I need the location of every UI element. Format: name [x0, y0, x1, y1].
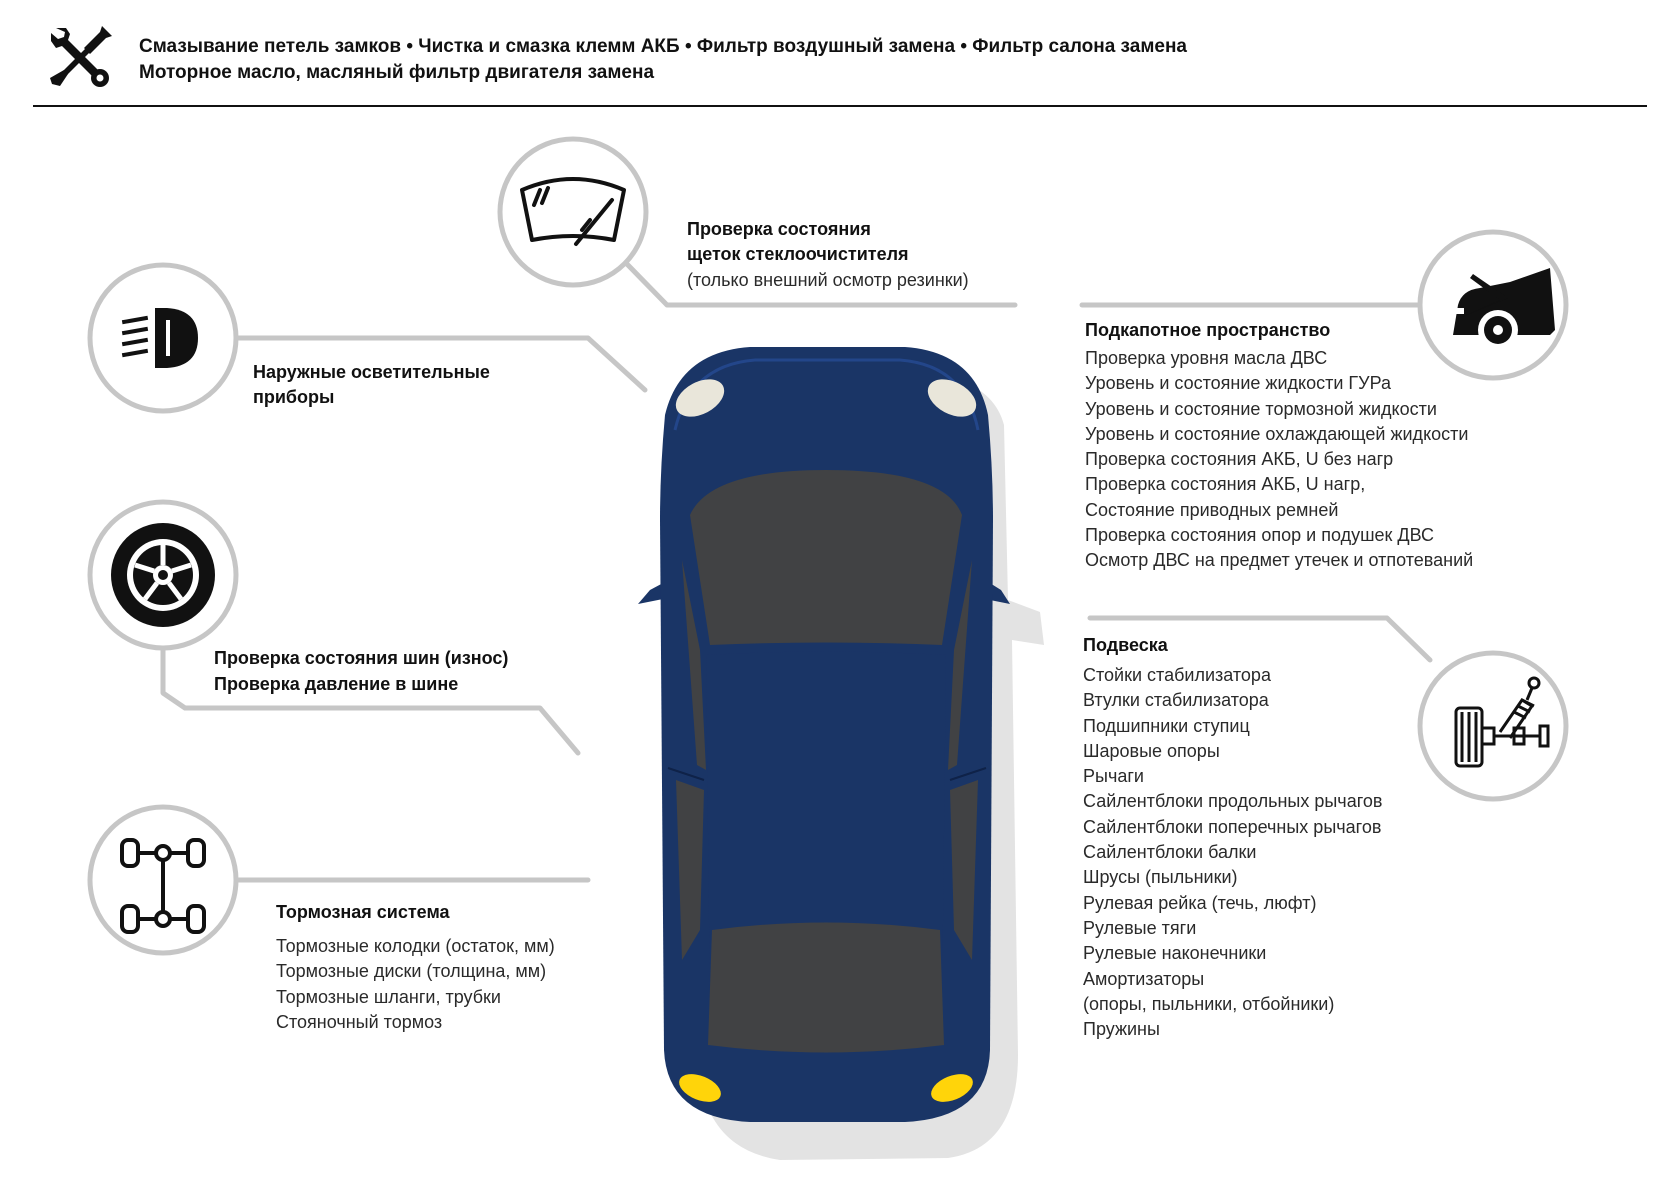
underhood-item: Уровень и состояние охлаждающей жидкости — [1085, 423, 1469, 444]
suspension-list: Стойки стабилизатора Втулки стабилизатор… — [1083, 663, 1382, 1042]
suspension-item: Сайлентблоки продольных рычагов — [1083, 791, 1383, 812]
headlight-right — [927, 379, 977, 417]
connector-wipers — [622, 259, 1018, 308]
wrench-screwdriver-icon — [50, 26, 112, 87]
tail-light-left — [679, 1074, 721, 1102]
brakes-item: Стояночный тормоз — [276, 1011, 443, 1032]
side-window-right-rear — [950, 780, 978, 960]
rear-window — [708, 922, 944, 1053]
roof — [706, 651, 946, 1010]
brakes-item: Тормозные шланги, трубки — [276, 986, 501, 1007]
side-window-left-rear — [676, 780, 704, 960]
suspension-item: Шаровые опоры — [1083, 740, 1220, 761]
wipers-title-line-2: щеток стеклоочистителя — [687, 244, 909, 264]
lights-title-line-1: Наружные осветительные — [253, 362, 490, 382]
open-hood-car-icon — [1453, 268, 1555, 350]
shock-absorber-wheel-icon — [1454, 676, 1550, 768]
suspension-item: Пружины — [1083, 1019, 1160, 1040]
header-divider — [33, 105, 1647, 107]
suspension-item: Втулки стабилизатора — [1083, 690, 1269, 711]
wipers-title-line-1: Проверка состояния — [687, 219, 871, 239]
windshield-wiper-icon — [520, 177, 626, 246]
underhood-title: Подкапотное пространство — [1085, 320, 1331, 340]
brakes-list: Тормозные колодки (остаток, мм) Тормозны… — [276, 934, 555, 1035]
windshield — [690, 470, 962, 645]
underhood-item: Проверка состояния АКБ, U нагр, — [1085, 474, 1366, 495]
underhood-item: Проверка состояния опор и подушек ДВС — [1085, 525, 1435, 546]
underhood-item: Уровень и состояние тормозной жидкости — [1085, 398, 1437, 419]
suspension-item: Стойки стабилизатора — [1083, 665, 1271, 685]
door-line-right — [949, 767, 987, 781]
side-window-right — [948, 560, 972, 770]
suspension-item: Амортизаторы — [1083, 968, 1205, 989]
suspension-item: Подшипники ступиц — [1083, 715, 1250, 736]
tail-light-right — [931, 1074, 973, 1102]
tires-line-2: Проверка давление в шине — [214, 674, 459, 694]
underhood-item: Состояние приводных ремней — [1085, 499, 1339, 520]
underhood-item: Проверка уровня масла ДВС — [1085, 348, 1328, 368]
underhood-item: Уровень и состояние жидкости ГУРа — [1085, 373, 1391, 394]
headlight-icon — [121, 308, 198, 368]
wipers-note: (только внешний осмотр резинки) — [687, 270, 969, 290]
suspension-item: Рулевые наконечники — [1083, 943, 1267, 964]
suspension-item: Рулевые тяги — [1083, 917, 1197, 938]
tires-line-1: Проверка состояния шин (износ) — [214, 648, 509, 668]
connector-suspension — [1087, 615, 1433, 663]
connector-tires — [160, 647, 581, 756]
wipers-icon-circle — [497, 136, 649, 288]
door-line-left — [667, 767, 705, 781]
header-icon — [50, 24, 114, 88]
tire-icon — [111, 523, 215, 627]
suspension-item: Сайлентблоки балки — [1083, 842, 1257, 863]
side-window-left — [682, 560, 706, 770]
header-line-2: Моторное масло, масляный фильтр двигател… — [139, 62, 655, 83]
suspension-title: Подвеска — [1083, 635, 1168, 655]
underhood-list: Проверка уровня масла ДВС Уровень и сост… — [1085, 346, 1473, 574]
lights-title-line-2: приборы — [253, 387, 335, 407]
brakes-item: Тормозные диски (толщина, мм) — [276, 961, 547, 982]
brakes-title: Тормозная система — [276, 902, 450, 922]
suspension-item: (опоры, пыльники, отбойники) — [1083, 993, 1335, 1014]
header-line-1: Смазывание петель замков • Чистка и смаз… — [139, 36, 1187, 57]
suspension-item: Рулевая рейка (течь, люфт) — [1083, 892, 1317, 913]
axle-brake-icon — [120, 838, 206, 934]
suspension-item: Сайлентблоки поперечных рычагов — [1083, 816, 1382, 837]
connector-lights — [235, 335, 648, 393]
underhood-item: Осмотр ДВС на предмет утечек и отпотеван… — [1085, 550, 1474, 571]
brakes-item: Тормозные колодки (остаток, мм) — [276, 936, 555, 956]
suspension-item: Рычаги — [1083, 766, 1144, 787]
suspension-item: Шрусы (пыльники) — [1083, 867, 1238, 888]
underhood-item: Проверка состояния АКБ, U без нагр — [1085, 449, 1394, 470]
headlight-left — [675, 379, 725, 417]
